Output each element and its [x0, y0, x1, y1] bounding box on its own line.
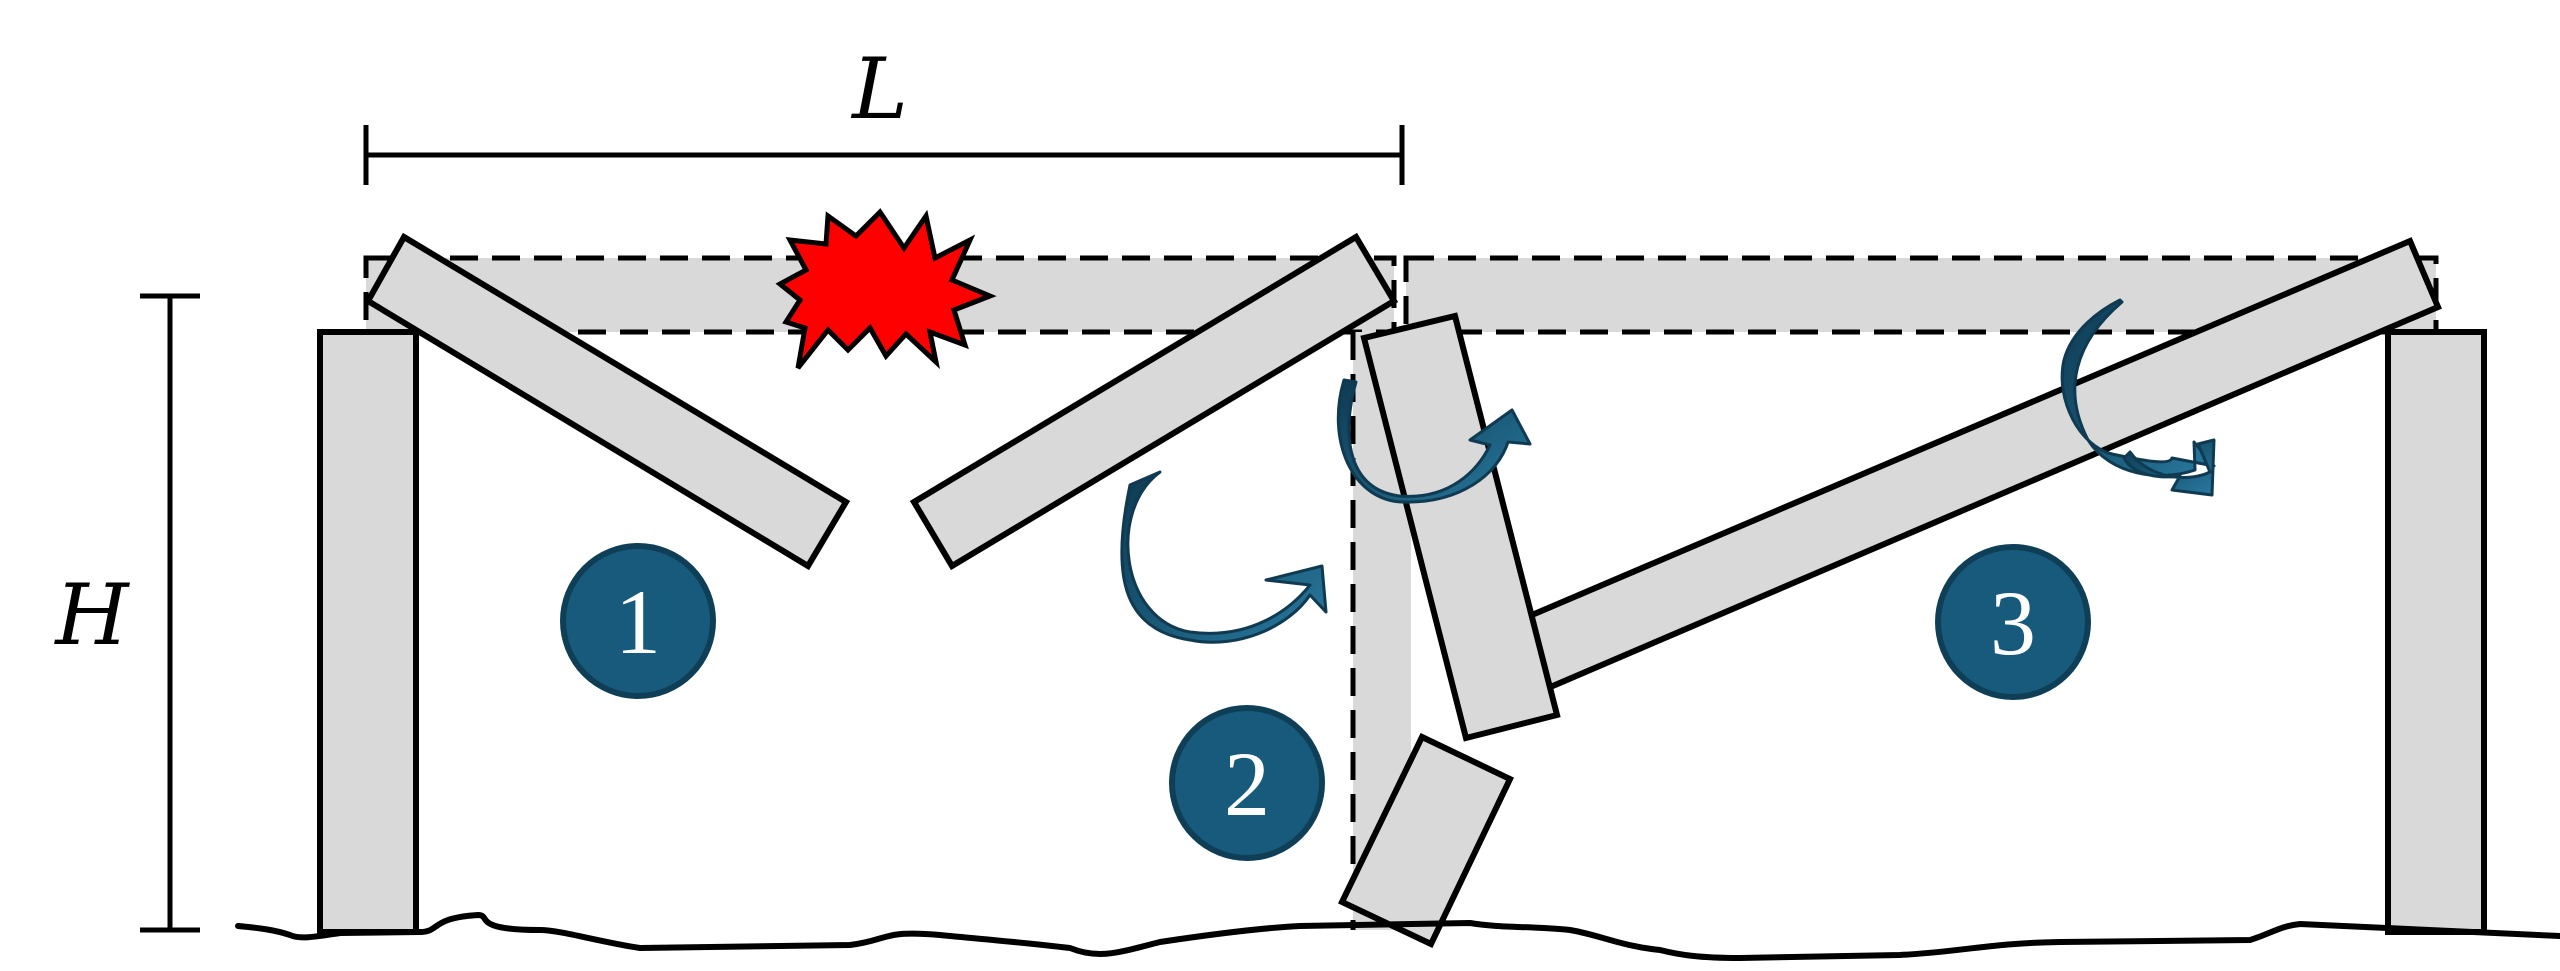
left-beam-segment-1: [363, 232, 851, 571]
mechanism-number: 3: [1990, 572, 2036, 674]
explosion-icon: [775, 208, 997, 370]
curved-arrow-icon: [2060, 298, 2216, 497]
span-dimension: [363, 125, 1405, 185]
height-dimension: [140, 293, 200, 933]
height-label: H: [53, 566, 130, 664]
span-label: L: [850, 40, 908, 138]
curved-arrow-icon: [1336, 378, 1532, 504]
ground-line: [235, 912, 2560, 961]
right-column: [2385, 329, 2487, 935]
mechanism-number: 2: [1224, 733, 1270, 835]
mechanism-number: 1: [615, 571, 661, 673]
left-beam-segment-2: [909, 232, 1399, 571]
middle-column-lower-segment: [1337, 733, 1515, 948]
curved-arrow-icon: [1120, 470, 1328, 644]
mechanism-badge-2: 2: [1169, 705, 1325, 861]
mechanism-badge-1: 1: [560, 543, 716, 699]
left-column: [317, 329, 419, 935]
middle-column-upper-segment: [1360, 312, 1561, 742]
mechanism-badge-3: 3: [1935, 544, 2091, 700]
